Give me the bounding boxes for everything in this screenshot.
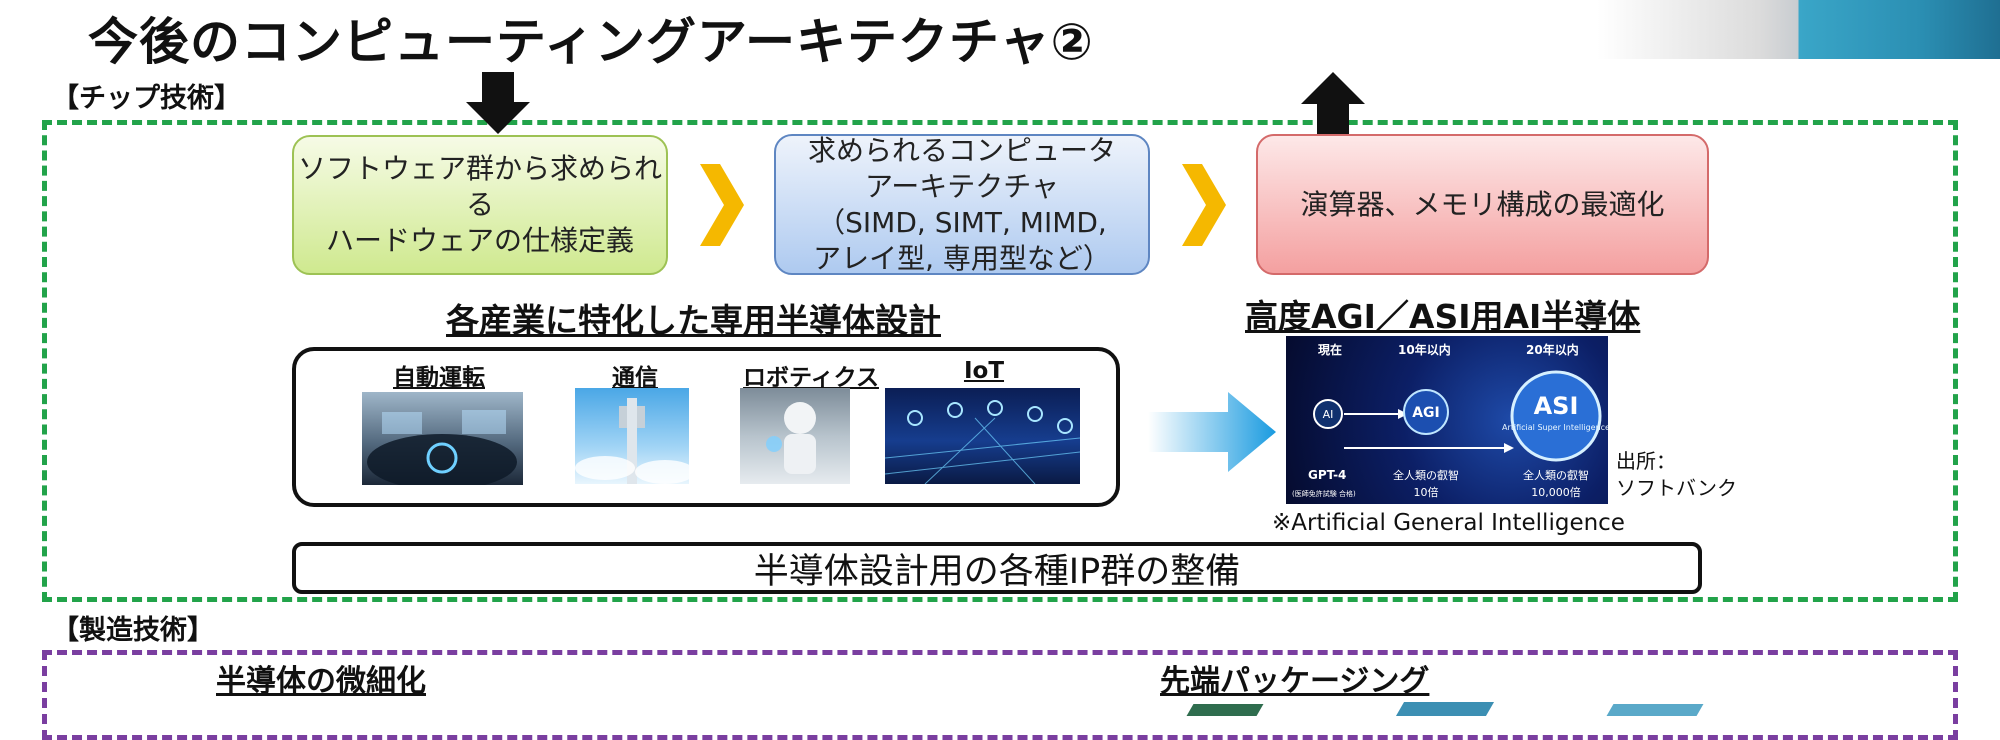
chip-section-label: 【チップ技術】: [52, 83, 241, 114]
agi-img-asi: ASI: [1534, 392, 1579, 420]
cell-tower-image: [575, 388, 689, 484]
source-label: 出所：: [1616, 449, 1676, 473]
agi-img-agi: AGI: [1412, 405, 1440, 421]
flow-step-spec-definition: ソフトウェア群から求められる ハードウェアの仕様定義: [292, 135, 668, 275]
manufacturing-section-label: 【製造技術】: [52, 615, 214, 646]
agi-img-agi-cap2: 10倍: [1414, 485, 1439, 499]
agi-img-asi-cap1: 全人類の叡智: [1523, 468, 1589, 482]
agi-img-agi-cap1: 全人類の叡智: [1393, 468, 1459, 482]
industry-heading: 各産業に特化した専用半導体設計: [446, 301, 941, 340]
agi-heading: 高度AGI／ASI用AI半導体: [1245, 297, 1641, 336]
agi-footnote: ※Artificial General Intelligence: [1272, 510, 1625, 536]
chip-technology-frame: [42, 120, 1958, 602]
agi-asi-image: 現在 10年以内 20年以内 AI AGI ASI Artificial Sup…: [1286, 336, 1608, 504]
agi-img-gpt-sub: (医師免許試験 合格): [1292, 489, 1356, 498]
industry-label-iot: IoT: [963, 358, 1005, 384]
agi-img-gpt: GPT-4: [1308, 468, 1346, 482]
corner-decoration: [1597, 0, 2000, 59]
robot-image: [740, 388, 850, 484]
agi-img-ten-years: 10年以内: [1398, 342, 1451, 357]
iot-network-image: [885, 388, 1080, 484]
package-image: [1606, 704, 1704, 716]
agi-img-now: 現在: [1318, 342, 1342, 357]
industry-label-communication: 通信: [612, 365, 658, 391]
flow-arrow-icon: [1182, 164, 1226, 246]
package-image: [1395, 702, 1495, 716]
advanced-packaging-heading: 先端パッケージング: [1160, 664, 1430, 699]
agi-img-asi-sub: Artificial Super Intelligence: [1502, 423, 1608, 432]
flow-step-optimization: 演算器、メモリ構成の最適化: [1256, 134, 1709, 275]
agi-img-asi-cap2: 10,000倍: [1531, 485, 1581, 499]
down-arrow-icon: [466, 72, 530, 134]
industry-label-autonomous-driving: 自動運転: [393, 365, 485, 391]
big-arrow-icon: [1148, 392, 1276, 472]
industry-label-robotics: ロボティクス: [743, 365, 879, 391]
miniaturization-heading: 半導体の微細化: [216, 664, 426, 699]
industry-box: [292, 347, 1120, 507]
car-dashboard-image: [362, 392, 523, 485]
source-name: ソフトバンク: [1616, 476, 1737, 500]
page-title: 今後のコンピューティングアーキテクチャ②: [88, 13, 1094, 71]
agi-img-twenty-years: 20年以内: [1526, 342, 1579, 357]
up-arrow-icon: [1301, 72, 1365, 136]
agi-img-ai: AI: [1323, 408, 1334, 421]
flow-arrow-icon: [700, 164, 744, 246]
package-image: [1186, 704, 1264, 716]
ip-development-bar: 半導体設計用の各種IP群の整備: [292, 542, 1702, 594]
flow-step-architecture: 求められるコンピュータ アーキテクチャ （SIMD, SIMT, MIMD, ア…: [774, 134, 1150, 275]
